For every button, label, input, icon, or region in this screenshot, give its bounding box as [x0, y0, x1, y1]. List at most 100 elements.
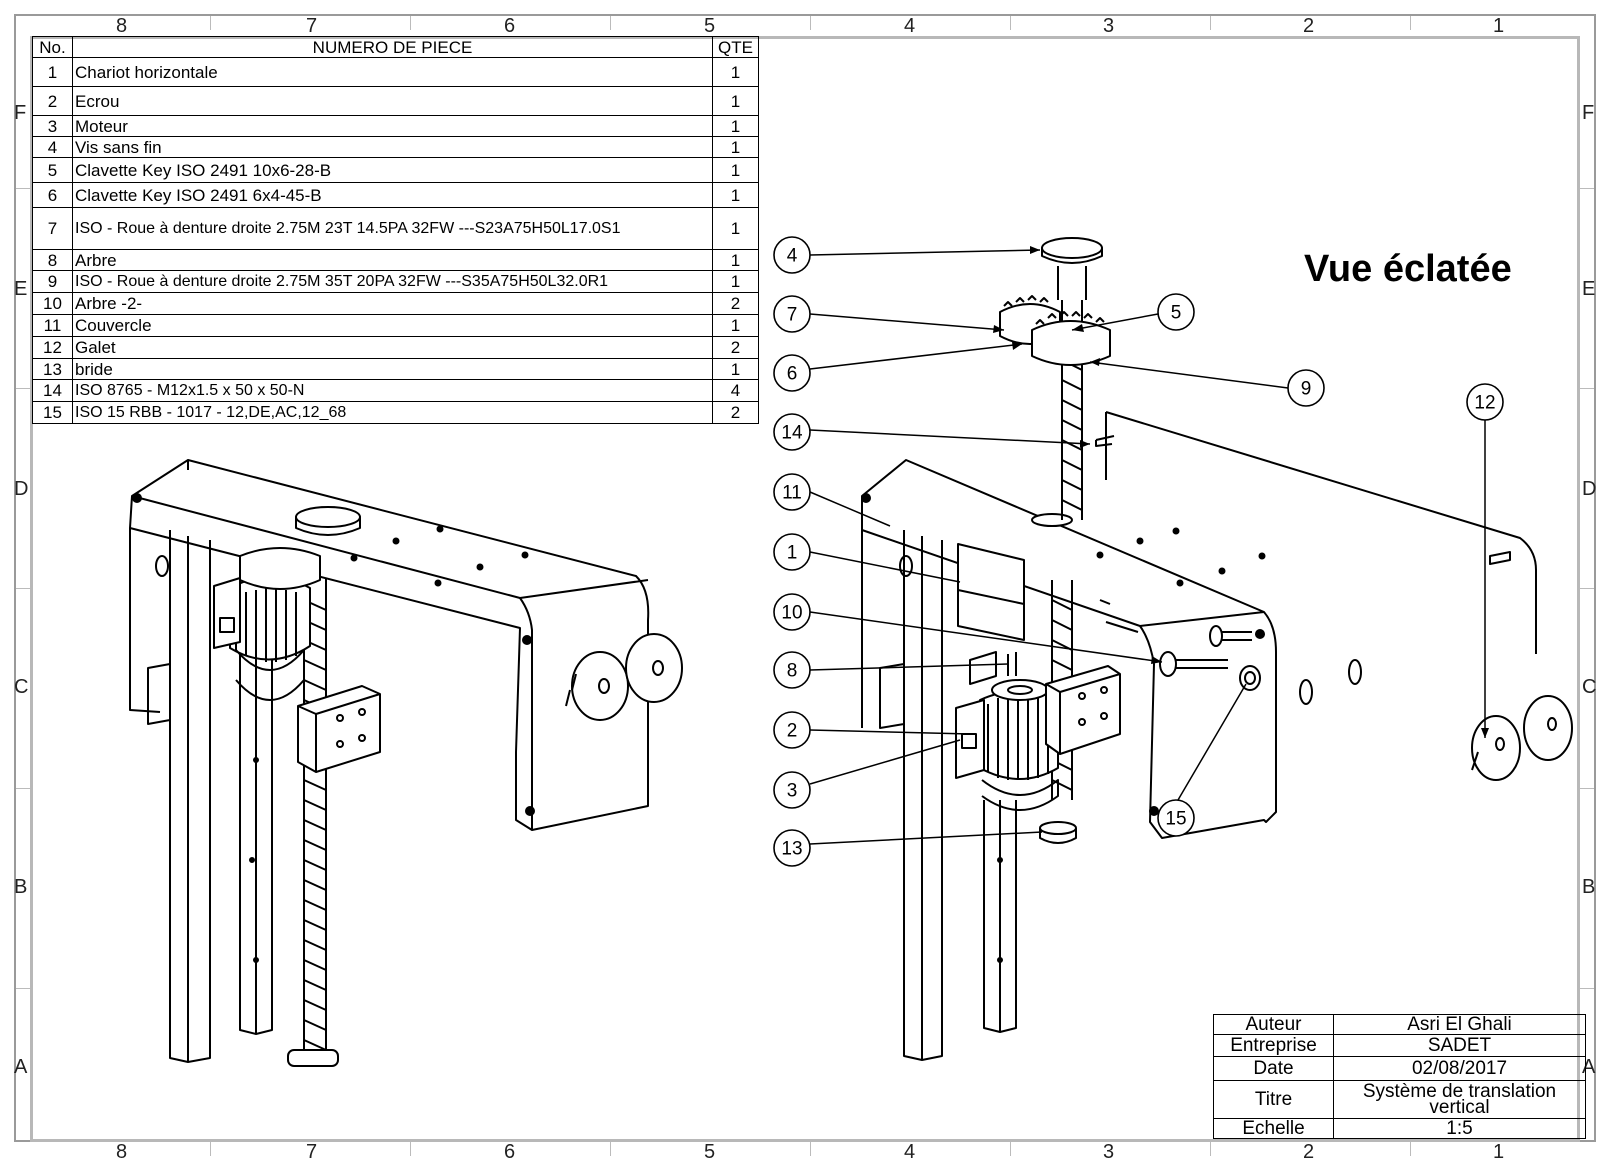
balloon-7-label: 7 — [787, 305, 798, 326]
balloon-8-label: 8 — [787, 661, 798, 682]
zone-label-left: E — [14, 278, 28, 300]
exploded-view — [861, 237, 1573, 1061]
bom-no: 1 — [32, 57, 73, 87]
zone-label-top: 7 — [306, 15, 318, 37]
zone-label-bottom: 6 — [504, 1141, 516, 1163]
bom-no: 13 — [32, 358, 73, 380]
balloon-15: 15 — [1157, 799, 1195, 837]
bom-qty: 1 — [712, 86, 759, 116]
title-value: Système de translation vertical — [1333, 1080, 1586, 1119]
author-label: Auteur — [1213, 1014, 1334, 1035]
title-label: Titre — [1213, 1080, 1334, 1119]
zone-label-top: 4 — [904, 15, 916, 37]
balloon-13: 13 — [773, 829, 811, 867]
date-label: Date — [1213, 1056, 1334, 1081]
zone-label-right: F — [1582, 102, 1595, 124]
company-value: SADET — [1333, 1034, 1586, 1057]
scale-label: Echelle — [1213, 1118, 1334, 1139]
balloon-9: 9 — [1287, 369, 1325, 407]
bom-part: ISO 15 RBB - 1017 - 12,DE,AC,12_68 — [72, 401, 713, 424]
balloon-11-label: 11 — [782, 483, 802, 504]
balloon-15-label: 15 — [1165, 809, 1186, 830]
bom-part: Ecrou — [72, 86, 713, 116]
bom-qty: 1 — [712, 115, 759, 137]
sheet-inner-border — [30, 36, 1580, 1142]
zone-label-bottom: 1 — [1493, 1141, 1505, 1163]
bom-part: Arbre — [72, 249, 713, 271]
balloon-2-label: 2 — [787, 721, 798, 742]
zone-label-right: D — [1582, 478, 1597, 500]
bom-qty: 1 — [712, 157, 759, 183]
balloon-8: 8 — [773, 651, 811, 689]
bom-part: Clavette Key ISO 2491 6x4-45-B — [72, 182, 713, 208]
zone-label-bottom: 8 — [116, 1141, 128, 1163]
exploded-view-title: Vue éclatée — [1304, 248, 1512, 290]
balloon-13-label: 13 — [781, 839, 802, 860]
zone-label-left: F — [14, 102, 27, 124]
bom-part: ISO - Roue à denture droite 2.75M 35T 20… — [72, 270, 713, 293]
bom-qty: 1 — [712, 207, 759, 250]
bom-qty: 1 — [712, 182, 759, 208]
balloon-2: 2 — [773, 711, 811, 749]
balloon-4-label: 4 — [787, 246, 798, 267]
balloon-5: 5 — [1157, 293, 1195, 331]
zone-label-bottom: 5 — [704, 1141, 716, 1163]
balloon-1: 1 — [773, 533, 811, 571]
bom-no: 6 — [32, 182, 73, 208]
balloon-leaders — [809, 249, 1486, 845]
zone-label-top: 5 — [704, 15, 716, 37]
bom-part: ISO 8765 - M12x1.5 x 50 x 50-N — [72, 379, 713, 402]
zone-label-bottom: 4 — [904, 1141, 916, 1163]
zone-label-top: 1 — [1493, 15, 1505, 37]
zone-label-top: 3 — [1103, 15, 1115, 37]
balloon-3: 3 — [773, 771, 811, 809]
zone-label-bottom: 3 — [1103, 1141, 1115, 1163]
zone-label-top: 8 — [116, 15, 128, 37]
assembled-view — [129, 459, 683, 1067]
balloon-10-label: 10 — [781, 603, 802, 624]
zone-label-right: C — [1582, 676, 1597, 698]
zone-label-left: D — [14, 478, 29, 500]
zone-label-left: C — [14, 676, 29, 698]
balloon-arrowheads — [993, 246, 1489, 738]
balloon-1-label: 1 — [787, 543, 798, 564]
zone-label-bottom: 7 — [306, 1141, 318, 1163]
balloon-3-label: 3 — [787, 781, 798, 802]
bom-no: 15 — [32, 401, 73, 424]
date-value: 02/08/2017 — [1333, 1056, 1586, 1081]
zone-label-top: 2 — [1303, 15, 1315, 37]
balloon-9-label: 9 — [1301, 379, 1312, 400]
balloon-12: 12 — [1466, 383, 1504, 421]
balloon-14-label: 14 — [781, 423, 803, 444]
balloon-12-label: 12 — [1474, 393, 1495, 414]
balloon-6-label: 6 — [787, 364, 798, 385]
zone-label-left: B — [14, 876, 28, 898]
balloon-6: 6 — [773, 354, 811, 392]
balloon-5-label: 5 — [1171, 303, 1182, 324]
balloon-10: 10 — [773, 593, 811, 631]
balloon-11: 11 — [773, 473, 811, 511]
zone-label-top: 6 — [504, 15, 516, 37]
bom-qty: 2 — [712, 401, 759, 424]
balloon-14: 14 — [773, 413, 811, 451]
zone-label-bottom: 2 — [1303, 1141, 1315, 1163]
balloon-4: 4 — [773, 236, 811, 274]
balloon-7: 7 — [773, 295, 811, 333]
author-value: Asri El Ghali — [1333, 1014, 1586, 1035]
scale-value: 1:5 — [1333, 1118, 1586, 1139]
bom-header-qty: QTE — [712, 36, 759, 58]
zone-label-left: A — [14, 1056, 28, 1078]
zone-label-right: B — [1582, 876, 1596, 898]
